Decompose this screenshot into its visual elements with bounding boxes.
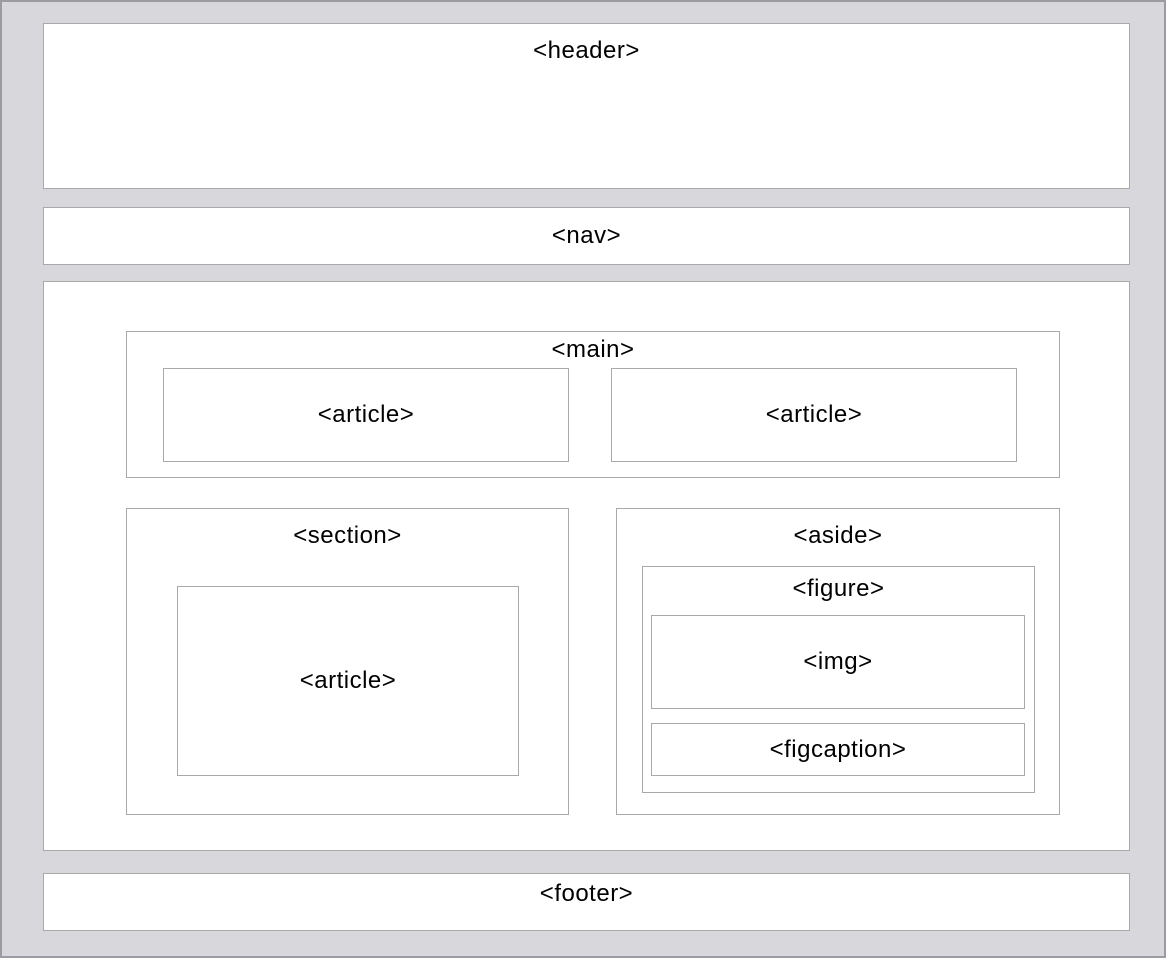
main-article-1-box: <article> [163,368,569,462]
content-container-box: <main> <article> <article> <section> <ar… [43,281,1130,851]
aside-box: <aside> <figure> <img> <figcaption> [616,508,1060,815]
section-article-label: <article> [299,667,397,694]
nav-box: <nav> [43,207,1130,265]
header-label: <header> [533,37,640,64]
footer-label: <footer> [539,880,634,907]
figure-box: <figure> <img> <figcaption> [642,566,1035,793]
header-box: <header> [43,23,1130,189]
main-label: <main> [551,336,635,363]
main-article-2-label: <article> [765,401,863,428]
nav-label: <nav> [551,222,622,249]
footer-box: <footer> [43,873,1130,931]
figcaption-box: <figcaption> [651,723,1025,776]
figure-label: <figure> [792,575,885,602]
figcaption-label: <figcaption> [769,735,907,763]
img-box: <img> [651,615,1025,709]
section-article-box: <article> [177,586,519,776]
section-box: <section> <article> [126,508,569,815]
main-box: <main> <article> <article> [126,331,1060,478]
section-label: <section> [293,522,402,549]
img-label: <img> [803,648,873,675]
main-article-1-label: <article> [317,401,415,428]
main-article-2-box: <article> [611,368,1017,462]
aside-label: <aside> [793,522,883,549]
